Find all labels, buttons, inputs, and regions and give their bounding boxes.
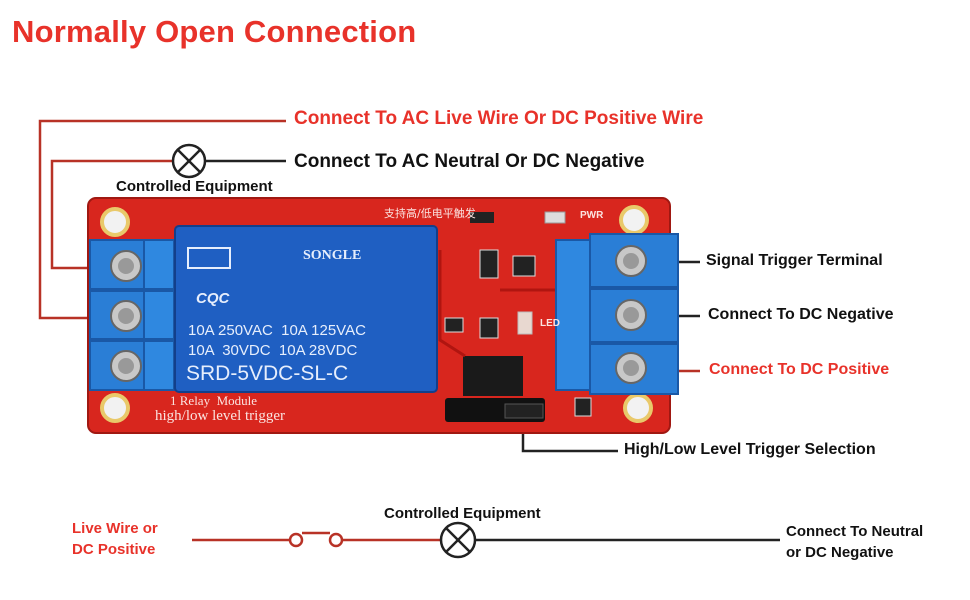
wiring xyxy=(38,119,700,453)
pwr-label: PWR xyxy=(580,210,604,221)
left-screw-3-icon xyxy=(110,350,142,382)
right-screw-2-icon xyxy=(615,299,647,331)
relay-rating-1: 10A 250VAC 10A 125VAC xyxy=(188,322,366,339)
signal-trigger-label: Signal Trigger Terminal xyxy=(706,252,883,269)
controlled-equipment-label: Controlled Equipment xyxy=(116,178,273,195)
module-line-1: 1 Relay Module xyxy=(170,393,258,408)
bottom-live-line-2: DC Positive xyxy=(72,541,156,558)
bottom-live-line-1: Live Wire or xyxy=(72,520,158,537)
left-screw-2-icon xyxy=(110,300,142,332)
module-line-2: high/low level trigger xyxy=(155,408,285,424)
page-title: Normally Open Connection xyxy=(12,14,417,49)
relay-model: SRD-5VDC-SL-C xyxy=(186,362,349,385)
switch-contact-right-icon xyxy=(328,532,344,548)
bottom-neutral-line-1: Connect To Neutral xyxy=(786,523,924,540)
right-screw-3-icon xyxy=(615,352,647,384)
left-screw-1-icon xyxy=(110,250,142,282)
dc-negative-label: Connect To DC Negative xyxy=(708,306,894,323)
pcb-chinese-text: 支持高/低电平触发 xyxy=(384,207,476,220)
led-label: LED xyxy=(540,318,560,329)
neutral-label: Connect To AC Neutral Or DC Negative xyxy=(294,151,645,172)
bottom-controlled-label: Controlled Equipment xyxy=(384,505,541,522)
right-screw-1-icon xyxy=(615,245,647,277)
live-wire-label: Connect To AC Live Wire Or DC Positive W… xyxy=(294,108,704,129)
switch-contact-left-icon xyxy=(288,532,304,548)
lamp-icon xyxy=(171,143,207,179)
dc-positive-label: Connect To DC Positive xyxy=(709,361,890,378)
relay-rating-2: 10A 30VDC 10A 28VDC xyxy=(188,342,358,359)
relay-brand: SONGLE xyxy=(303,248,362,263)
trigger-selection-label: High/Low Level Trigger Selection xyxy=(624,441,876,458)
bottom-neutral-line-2: or DC Negative xyxy=(786,544,894,561)
bottom-lamp-icon xyxy=(439,521,477,559)
relay-cert: CQC xyxy=(196,290,230,307)
songle-logo-icon xyxy=(187,247,231,269)
relay-body xyxy=(174,225,438,393)
bottom-schematic xyxy=(192,531,780,548)
